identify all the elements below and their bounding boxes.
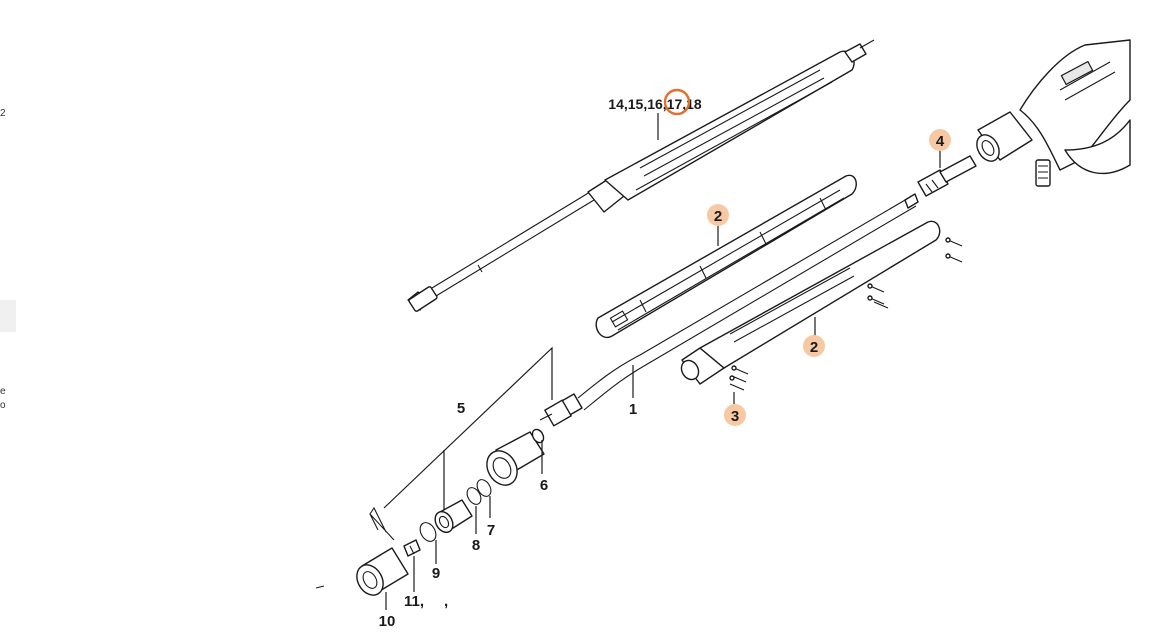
- lance-tube-1[interactable]: [539, 193, 919, 427]
- nozzle-cap-6[interactable]: [481, 427, 546, 490]
- callout-part-2-lower[interactable]: 2: [810, 339, 818, 356]
- stray-mark: [315, 585, 325, 589]
- highlight-ring-part-17: [663, 88, 691, 116]
- callout-part-5[interactable]: 5: [457, 400, 465, 417]
- callout-wand-assembly[interactable]: 14,15,16,17,18: [608, 96, 702, 112]
- callout-part-3[interactable]: 3: [731, 408, 739, 425]
- sidebar-fragment-top: 2: [0, 108, 6, 119]
- o-ring-8[interactable]: [464, 485, 483, 507]
- callout-part-11-extra: ,: [444, 593, 448, 610]
- screws[interactable]: [729, 237, 963, 391]
- nozzle-insert-11[interactable]: [403, 539, 421, 557]
- sidebar-fragment-mid2: o: [0, 400, 6, 411]
- callout-part-7[interactable]: 7: [487, 522, 495, 539]
- badge-part-2-lower: [803, 335, 825, 357]
- seal-9[interactable]: [417, 520, 439, 544]
- spray-gun[interactable]: [972, 39, 1131, 187]
- callout-part-2-upper[interactable]: 2: [714, 208, 722, 225]
- badge-part-4: [929, 129, 951, 151]
- callout-part-10[interactable]: 10: [379, 613, 396, 630]
- nozzle-body[interactable]: [432, 499, 473, 536]
- handle-half-2-lower[interactable]: [678, 220, 941, 385]
- callout-part-6[interactable]: 6: [540, 477, 548, 494]
- callout-part-9[interactable]: 9: [432, 565, 440, 582]
- wand-assembly-14-18[interactable]: [407, 39, 875, 312]
- handle-half-2-upper[interactable]: [595, 174, 857, 339]
- callout-part-4[interactable]: 4: [936, 133, 945, 150]
- callout-part-1[interactable]: 1: [629, 401, 637, 418]
- callout-part-8[interactable]: 8: [472, 537, 480, 554]
- nozzle-connector-4[interactable]: [917, 155, 977, 197]
- o-ring-7[interactable]: [474, 477, 493, 499]
- clip[interactable]: [369, 506, 395, 541]
- badge-part-2-upper: [707, 204, 729, 226]
- callout-part-11[interactable]: 11,: [404, 593, 424, 610]
- badge-part-3: [724, 404, 746, 426]
- sidebar-fragment-mid1: e: [0, 386, 6, 397]
- sidebar-selected-item[interactable]: [0, 300, 16, 332]
- leader-part-5-bracket: [383, 346, 553, 509]
- nozzle-cap-10[interactable]: [352, 547, 409, 600]
